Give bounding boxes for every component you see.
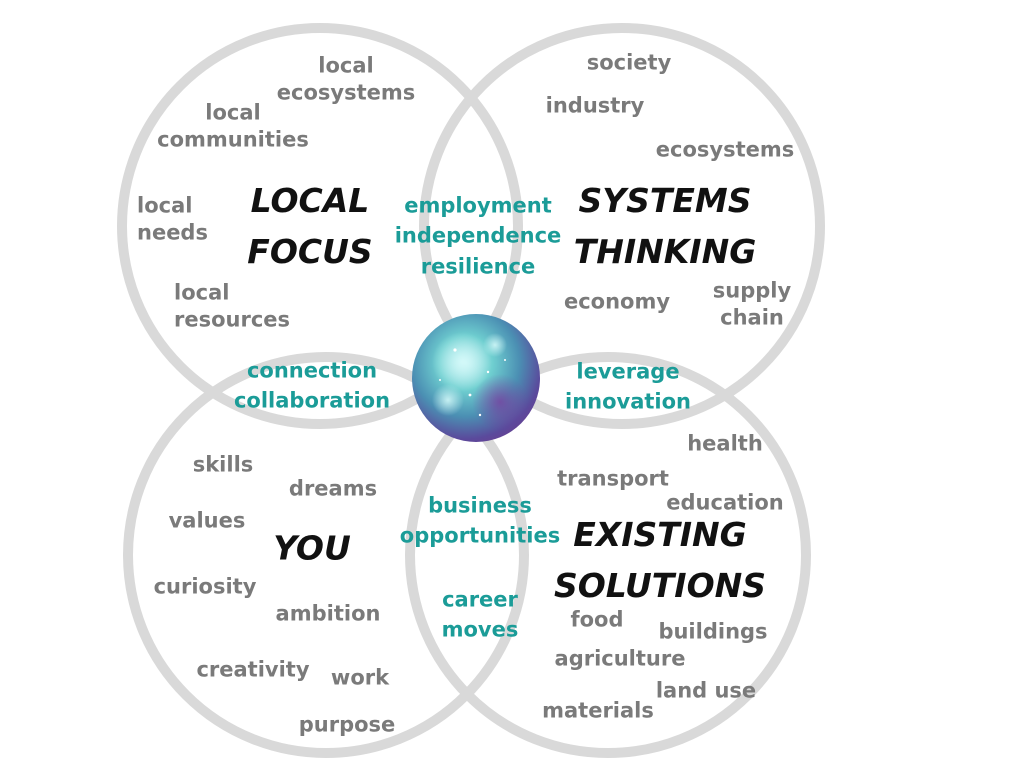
word-creativity: creativity [196, 657, 310, 682]
word-ecosystems: ecosystems [655, 137, 795, 162]
overlap-career-moves: career moves [442, 585, 519, 646]
word-economy: economy [563, 289, 671, 314]
title-local-focus-line-2: FOCUS [247, 232, 373, 271]
nebula-orb [412, 314, 540, 442]
circle-you [123, 352, 529, 758]
overlap-career: career [442, 587, 518, 612]
word-health: health [687, 431, 763, 456]
circle-existing-solutions [405, 352, 811, 758]
word-ambition: ambition [275, 601, 381, 626]
overlap-business-opportunities: business opportunities [400, 491, 560, 552]
title-local-focus: LOCAL FOCUS [247, 175, 372, 277]
overlap-systems-solutions: leverage innovation [565, 357, 691, 418]
word-work: work [330, 665, 390, 690]
overlap-collaboration: collaboration [233, 389, 391, 413]
word-land-use: land use [655, 678, 757, 703]
title-local-focus-line-1: LOCAL [250, 180, 370, 220]
word-transport: transport [557, 466, 669, 491]
circle-systems-thinking [419, 23, 825, 429]
overlap-connection: connection [246, 358, 378, 383]
word-materials: materials [542, 698, 654, 723]
word-buildings: buildings [658, 619, 768, 644]
overlap-resilience: resilience [420, 254, 536, 279]
overlap-innovation: innovation [565, 390, 691, 414]
word-local-resources: local resources [174, 280, 291, 332]
word-local-ecosystems: local ecosystems [276, 53, 416, 105]
overlap-local-you: connection collaboration [234, 356, 390, 417]
title-existing-solutions-line-1: EXISTING [573, 514, 747, 554]
title-systems-thinking-line-1: SYSTEMS [578, 180, 752, 220]
word-local-needs: local needs [137, 193, 208, 245]
title-you-text: YOU [273, 528, 351, 568]
word-local-communities: local communities [157, 100, 309, 152]
title-systems-thinking-line-2: THINKING [573, 232, 757, 271]
title-you: YOU [273, 522, 351, 573]
word-society: society [586, 50, 672, 75]
circle-local-focus [117, 23, 523, 429]
title-existing-solutions-line-2: SOLUTIONS [553, 566, 767, 605]
word-education: education [666, 490, 784, 515]
word-skills: skills [192, 452, 254, 477]
overlap-local-systems: employment independence resilience [395, 190, 562, 281]
word-curiosity: curiosity [153, 574, 257, 599]
overlap-leverage: leverage [576, 359, 680, 384]
word-supply-chain: supply chain [712, 278, 792, 330]
word-values: values [168, 508, 246, 533]
title-existing-solutions: EXISTING SOLUTIONS [554, 509, 766, 611]
word-food: food [570, 607, 624, 632]
overlap-opportunities: opportunities [399, 524, 561, 548]
word-dreams: dreams [288, 476, 378, 501]
title-systems-thinking: SYSTEMS THINKING [574, 175, 757, 277]
overlap-employment: employment [404, 193, 552, 218]
overlap-moves: moves [441, 618, 519, 642]
overlap-business: business [428, 493, 532, 518]
overlap-independence: independence [394, 223, 562, 248]
word-industry: industry [545, 93, 645, 118]
word-agriculture: agriculture [554, 646, 686, 671]
word-purpose: purpose [298, 712, 396, 737]
